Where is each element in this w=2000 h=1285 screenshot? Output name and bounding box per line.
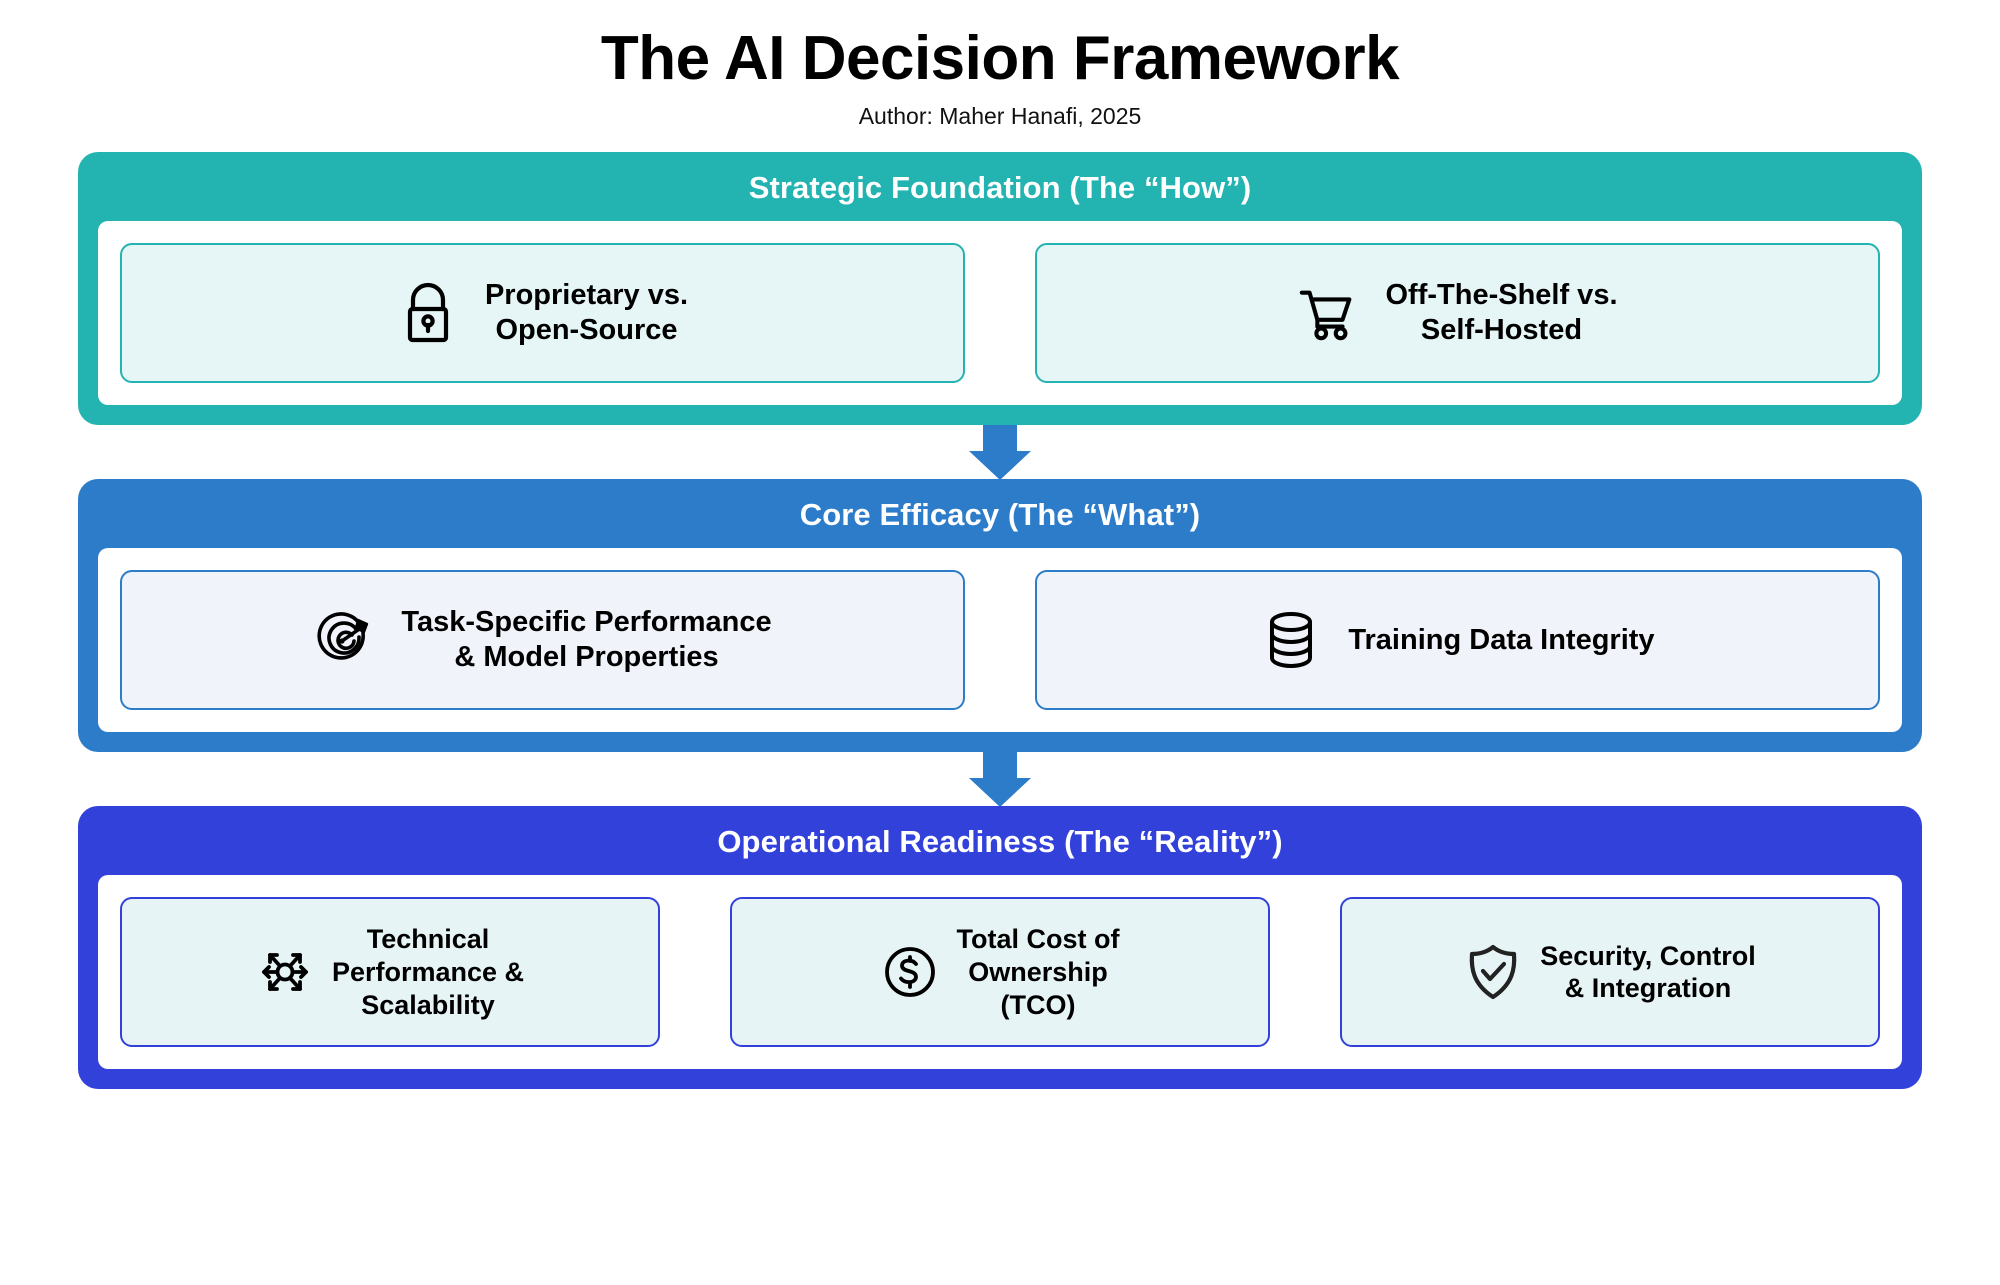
band-body-operational-readiness: Technical Performance & Scalability Tota… <box>98 875 1902 1070</box>
card-proprietary-vs-open-source[interactable]: Proprietary vs. Open-Source <box>120 243 965 384</box>
card-security-control-integration[interactable]: Security, Control & Integration <box>1340 897 1880 1048</box>
band-stack: Strategic Foundation (The “How”) Proprie… <box>78 152 1922 1090</box>
dollar-circle-icon <box>881 943 939 1001</box>
card-label: Proprietary vs. Open-Source <box>484 279 689 347</box>
band-core-efficacy: Core Efficacy (The “What”) Task-Spe <box>78 479 1922 753</box>
card-label: Technical Performance & Scalability <box>331 924 525 1020</box>
band-operational-readiness: Operational Readiness (The “Reality”) <box>78 806 1922 1090</box>
arrow-down-icon <box>968 425 1032 481</box>
card-off-the-shelf-vs-self-hosted[interactable]: Off-The-Shelf vs. Self-Hosted <box>1035 243 1880 384</box>
target-icon <box>313 609 375 671</box>
lock-icon <box>397 282 459 344</box>
shopping-cart-icon <box>1297 282 1359 344</box>
card-task-specific-performance[interactable]: Task-Specific Performance & Model Proper… <box>120 570 965 711</box>
band-title-operational-readiness: Operational Readiness (The “Reality”) <box>717 824 1283 860</box>
scalability-arrows-icon <box>256 943 314 1001</box>
page-title: The AI Decision Framework <box>600 24 1400 93</box>
diagram-header: The AI Decision Framework Author: Maher … <box>78 0 1922 130</box>
card-label: Security, Control & Integration <box>1540 940 1756 1004</box>
card-training-data-integrity[interactable]: Training Data Integrity <box>1035 570 1880 711</box>
author-subtitle: Author: Maher Hanafi, 2025 <box>858 103 1142 130</box>
arrow-down-icon <box>968 752 1032 808</box>
card-total-cost-of-ownership[interactable]: Total Cost of Ownership (TCO) <box>730 897 1270 1048</box>
card-label: Task-Specific Performance & Model Proper… <box>401 606 772 674</box>
card-technical-performance-scalability[interactable]: Technical Performance & Scalability <box>120 897 660 1048</box>
card-label: Training Data Integrity <box>1348 623 1655 656</box>
shield-check-icon <box>1464 943 1522 1001</box>
band-body-core-efficacy: Task-Specific Performance & Model Proper… <box>98 548 1902 733</box>
band-title-strategic-foundation: Strategic Foundation (The “How”) <box>748 170 1252 206</box>
card-label: Total Cost of Ownership (TCO) <box>956 924 1120 1020</box>
connector-arrow-2 <box>78 752 1922 808</box>
connector-arrow-1 <box>78 425 1922 481</box>
band-title-core-efficacy: Core Efficacy (The “What”) <box>799 497 1201 533</box>
database-icon <box>1260 609 1322 671</box>
card-label: Off-The-Shelf vs. Self-Hosted <box>1385 279 1618 347</box>
band-strategic-foundation: Strategic Foundation (The “How”) Proprie… <box>78 152 1922 426</box>
band-body-strategic-foundation: Proprietary vs. Open-Source Off-The-Shel… <box>98 221 1902 406</box>
